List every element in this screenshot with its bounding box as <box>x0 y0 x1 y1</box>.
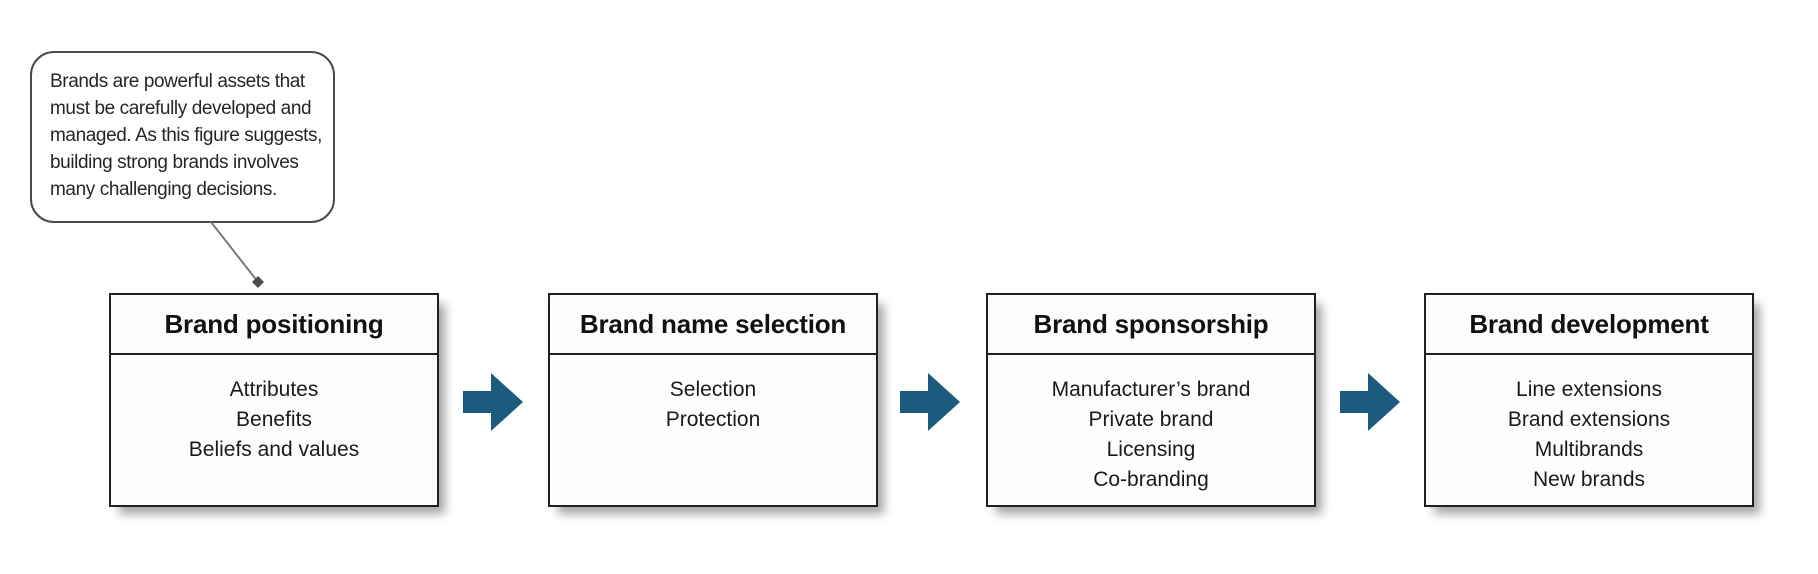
callout-text-line: Brands are powerful assets that <box>50 71 305 92</box>
callout-pointer-line <box>210 221 264 288</box>
arrow-right-icon <box>463 373 523 431</box>
pointer-diamond-icon <box>252 276 264 288</box>
box-item: Protection <box>665 408 761 431</box>
box-item: Line extensions <box>1516 378 1662 401</box>
box-item: Private brand <box>1088 408 1214 431</box>
box-body: Manufacturer’s brand Private brand Licen… <box>988 355 1314 495</box>
box-item: Benefits <box>236 408 312 431</box>
box-item: Multibrands <box>1534 438 1644 461</box>
arrow-right-icon <box>1340 373 1400 431</box>
box-item: Beliefs and values <box>188 438 360 461</box>
box-body: Attributes Benefits Beliefs and values <box>111 355 437 465</box>
box-item: Attributes <box>229 378 319 401</box>
box-title: Brand sponsorship <box>988 295 1314 355</box>
box-item: Manufacturer’s brand <box>1051 378 1251 401</box>
box-item: Licensing <box>1106 438 1196 461</box>
arrow-right-icon <box>900 373 960 431</box>
callout-text-line: must be carefully developed and <box>50 98 312 119</box>
callout-text-line: managed. As this figure suggests, <box>50 125 322 146</box>
box-item: Co-branding <box>1093 468 1209 491</box>
callout-note: Brands are powerful assets that must be … <box>30 51 335 223</box>
box-title: Brand positioning <box>111 295 437 355</box>
box-brand-development: Brand development Line extensions Brand … <box>1424 293 1754 507</box>
box-body: Line extensions Brand extensions Multibr… <box>1426 355 1752 495</box>
box-item: Selection <box>669 378 757 401</box>
box-title: Brand development <box>1426 295 1752 355</box>
box-brand-positioning: Brand positioning Attributes Benefits Be… <box>109 293 439 507</box>
box-brand-name-selection: Brand name selection Selection Protectio… <box>548 293 878 507</box>
box-brand-sponsorship: Brand sponsorship Manufacturer’s brand P… <box>986 293 1316 507</box>
callout-text-line: building strong brands involves <box>50 152 299 173</box>
box-body: Selection Protection <box>550 355 876 435</box>
box-item: Brand extensions <box>1507 408 1671 431</box>
box-title: Brand name selection <box>550 295 876 355</box>
box-item: New brands <box>1532 468 1646 491</box>
callout-text-line: many challenging decisions. <box>50 179 277 200</box>
